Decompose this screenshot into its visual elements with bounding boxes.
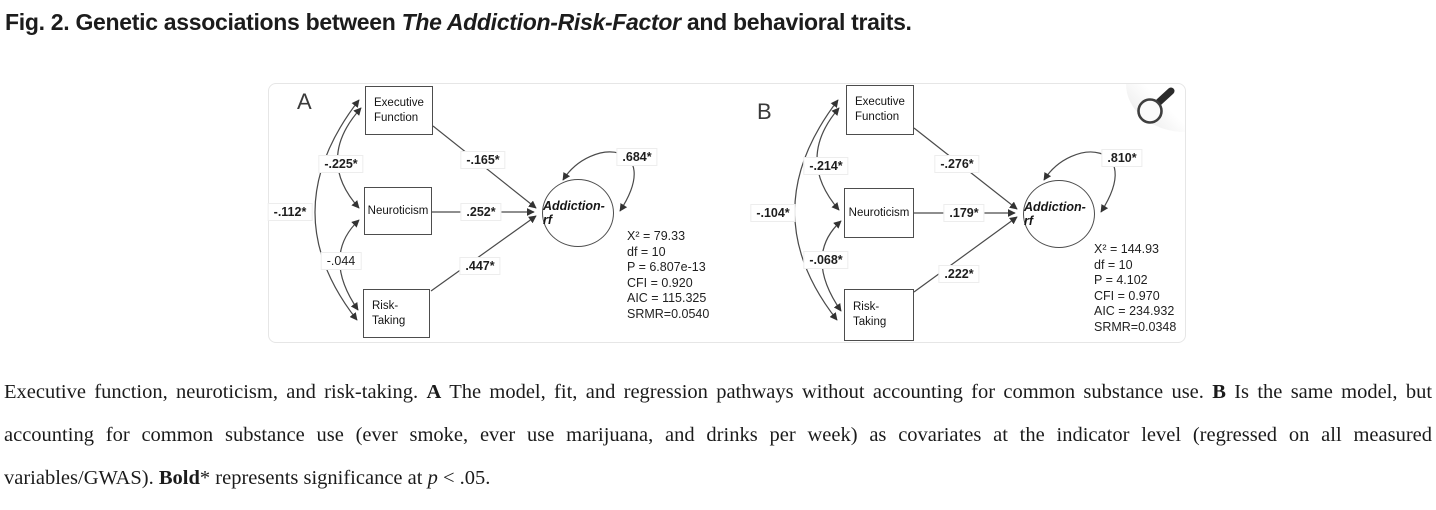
caption-bold-b: B: [1212, 381, 1226, 403]
fit-line: P = 4.102: [1094, 273, 1148, 287]
magnifier-icon: [1137, 87, 1175, 124]
box-executive-function-a: Executive Function: [365, 86, 433, 135]
coef-latent-residual-b: .810*: [1101, 149, 1143, 167]
latent-label: Addiction-rf: [543, 199, 605, 227]
box-neuroticism-a: Neuroticism: [364, 187, 432, 235]
caption-bold-note: Bold: [158, 467, 200, 489]
box-label-line: Taking: [853, 316, 887, 328]
box-label-line: Neuroticism: [367, 204, 429, 217]
fit-line: CFI = 0.970: [1094, 288, 1160, 303]
fit-stats-b: X² = 144.93 df = 10 P = 4.102 CFI = 0.97…: [1094, 242, 1176, 335]
panel-a-label: A: [297, 89, 312, 114]
box-label-line: Executive: [855, 96, 905, 109]
coef-executive-neuroticism-b: -.214*: [803, 157, 849, 175]
coef-latent-residual-a: .684*: [616, 148, 658, 166]
figure-title-prefix: Fig. 2. Genetic associations between: [5, 9, 402, 35]
box-neuroticism-b: Neuroticism: [844, 188, 914, 238]
box-label-line: Neuroticism: [848, 206, 910, 219]
box-label-line: Risk-: [372, 299, 399, 312]
coef-executive-neuroticism-a: -.225*: [318, 155, 364, 173]
latent-addiction-rf-b: Addiction-rf: [1023, 180, 1095, 248]
box-label-line: Function: [855, 111, 900, 123]
fit-line: df = 10: [1094, 257, 1133, 272]
box-risk-taking-a: Risk- Taking: [363, 289, 430, 338]
latent-label: Addiction-rf: [1024, 200, 1086, 228]
fit-line: AIC = 234.932: [1094, 304, 1175, 318]
caption-text: * represents significance at: [199, 467, 428, 489]
panel-b-label: B: [757, 99, 772, 124]
caption-bold-a: A: [426, 381, 442, 403]
fit-line: df = 10: [627, 244, 666, 259]
fit-stats-a: X² = 79.33 df = 10 P = 6.807e-13 CFI = 0…: [627, 229, 709, 322]
caption-text: Executive function, neuroticism, and ris…: [4, 381, 427, 403]
figure-title-suffix: and behavioral traits.: [680, 9, 912, 35]
latent-addiction-rf-a: Addiction-rf: [542, 179, 614, 247]
caption-text: The model, fit, and regression pathways …: [441, 381, 1213, 403]
caption-p-symbol: p: [427, 467, 438, 489]
coef-executive-to-latent-b: -.276*: [934, 155, 980, 173]
figure-title-emphasis: The Addiction-Risk-Factor: [401, 9, 681, 35]
box-executive-function-b: Executive Function: [846, 85, 914, 135]
figure-caption: Executive function, neuroticism, and ris…: [4, 371, 1432, 500]
zoom-overlay-button[interactable]: [1126, 84, 1185, 132]
box-label-line: Executive: [374, 96, 424, 109]
coef-neuroticism-risk-b: -.068*: [803, 251, 849, 269]
coef-executive-to-latent-a: -.165*: [460, 151, 506, 169]
coef-neuroticism-to-latent-b: .179*: [943, 204, 985, 222]
figure-title: Fig. 2. Genetic associations between The…: [5, 9, 912, 36]
caption-text: < .05.: [437, 467, 491, 489]
coef-executive-risk-a: -.112*: [267, 203, 313, 221]
box-label-line: Taking: [372, 314, 406, 327]
coef-risk-to-latent-a: .447*: [459, 257, 501, 275]
fit-line: P = 6.807e-13: [627, 260, 706, 274]
figure-image: A Executive Function Neuroticism Risk- T…: [267, 83, 1186, 343]
coef-executive-risk-b: -.104*: [750, 204, 796, 222]
coef-neuroticism-risk-a: -.044: [320, 252, 362, 270]
fit-line: SRMR=0.0540: [627, 306, 710, 321]
fit-line: SRMR=0.0348: [1094, 319, 1177, 334]
caption-text: Is the same model, but accounting for co…: [4, 381, 1433, 489]
coef-neuroticism-to-latent-a: .252*: [460, 203, 502, 221]
fit-line: X² = 144.93: [1094, 242, 1159, 256]
fit-line: CFI = 0.920: [627, 275, 693, 290]
coef-risk-to-latent-b: .222*: [938, 265, 980, 283]
fit-line: X² = 79.33: [627, 229, 686, 243]
box-risk-taking-b: Risk- Taking: [844, 289, 914, 341]
fit-line: AIC = 115.325: [627, 291, 707, 305]
box-label-line: Function: [374, 111, 419, 124]
box-label-line: Risk-: [853, 301, 880, 314]
